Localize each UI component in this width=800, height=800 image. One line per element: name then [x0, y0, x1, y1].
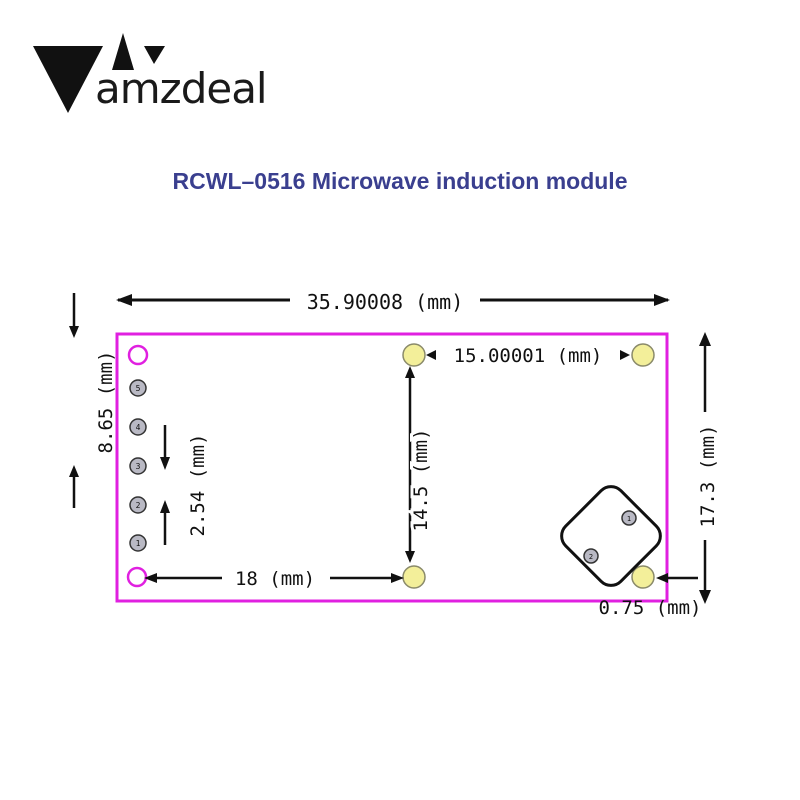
mounting-hole-bottom-mid	[402, 565, 426, 589]
header-pin-label: 1	[136, 539, 141, 548]
overall-height-label: 17.3 (mm)	[697, 425, 719, 528]
header-pins: 5 4 3 2 1	[126, 344, 149, 588]
header-pin: 5	[129, 379, 147, 397]
logo-mark	[33, 33, 165, 113]
board-outline	[115, 332, 669, 603]
header-pin-label: 5	[136, 384, 141, 393]
header-pin: 4	[129, 418, 147, 436]
top-hole-spacing-label: 15.00001 (mm)	[454, 345, 603, 367]
hole-vertical-dimension: 14.5 (mm)	[405, 366, 435, 563]
edge-offset-dimension: 0.75 (mm)	[599, 573, 702, 619]
top-hole-spacing-dimension: 15.00001 (mm)	[426, 345, 630, 367]
edge-offset-label: 0.75 (mm)	[599, 597, 702, 619]
pin-offset-label: 8.65 (mm)	[95, 351, 117, 454]
header-pin: 3	[129, 457, 147, 475]
logo-triangle-small-right	[144, 46, 165, 64]
pin-pitch-dimension: 2.54 (mm)	[160, 425, 209, 545]
overall-width-dimension: 35.90008 (mm)	[116, 290, 670, 314]
antenna-pin-label: 2	[589, 553, 593, 561]
brand-name: amzdeal	[95, 64, 268, 113]
hole-vertical-label: 14.5 (mm)	[410, 429, 432, 532]
bottom-length-dimension: 18 (mm)	[144, 568, 404, 590]
antenna-component: 1 2	[560, 485, 662, 587]
bottom-length-label: 18 (mm)	[235, 568, 315, 590]
header-pin-label: 2	[136, 501, 141, 510]
mounting-hole-top-right	[631, 343, 655, 367]
logo-triangle-small-left	[112, 33, 134, 70]
pin-pitch-label: 2.54 (mm)	[187, 434, 209, 537]
logo-triangle-large	[33, 46, 103, 113]
overall-width-label: 35.90008 (mm)	[307, 290, 464, 314]
header-pin: 2	[129, 496, 147, 514]
antenna-pin: 2	[583, 548, 599, 564]
overall-height-dimension: 17.3 (mm)	[697, 332, 719, 604]
antenna-pin-label: 1	[627, 515, 631, 523]
header-pin-bottom	[126, 566, 148, 588]
pin-offset-dimension: 8.65 (mm)	[69, 293, 117, 508]
header-pin-top	[127, 344, 149, 366]
page-title: RCWL–0516 Microwave induction module	[172, 168, 628, 194]
header-pin: 1	[129, 534, 147, 552]
header-pin-label: 3	[136, 462, 141, 471]
mounting-hole-bottom-right	[631, 565, 655, 589]
antenna-pin: 1	[621, 510, 637, 526]
antenna-outline	[560, 485, 662, 587]
header-pin-label: 4	[136, 423, 141, 432]
mounting-hole-top-left	[402, 343, 426, 367]
